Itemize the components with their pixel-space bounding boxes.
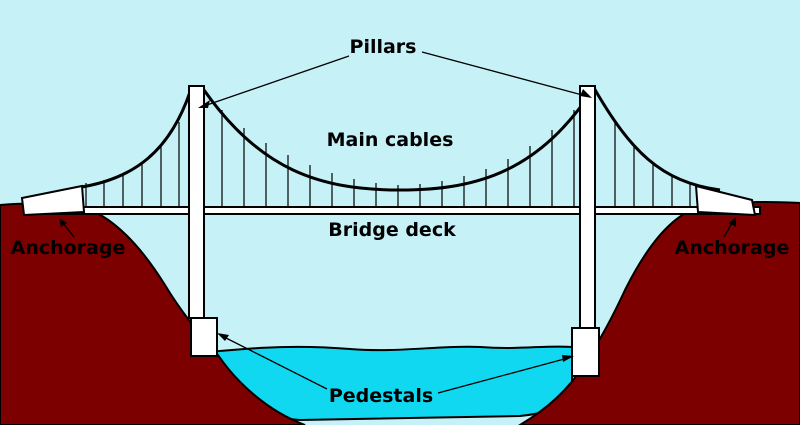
main-cable-center-span <box>202 87 596 192</box>
pedestal-right <box>571 327 600 377</box>
main-cables-label: Main cables <box>327 129 454 151</box>
pedestals-label: Pedestals <box>329 385 433 407</box>
bridge-deck-label: Bridge deck <box>328 219 456 241</box>
main-cable-left-span <box>74 91 192 190</box>
anchorage-left-label: Anchorage <box>11 237 126 259</box>
pillar-left <box>188 85 205 319</box>
pillar-right <box>579 85 596 329</box>
anchorage-right-block <box>694 184 757 217</box>
pillars-label: Pillars <box>350 36 417 58</box>
arrowheads <box>59 89 736 362</box>
pedestal-left <box>190 317 218 357</box>
leader-lines <box>61 51 734 394</box>
anchorage-left-block <box>20 184 86 217</box>
bridge-deck <box>39 206 761 215</box>
anchorage-right-label: Anchorage <box>675 237 790 259</box>
